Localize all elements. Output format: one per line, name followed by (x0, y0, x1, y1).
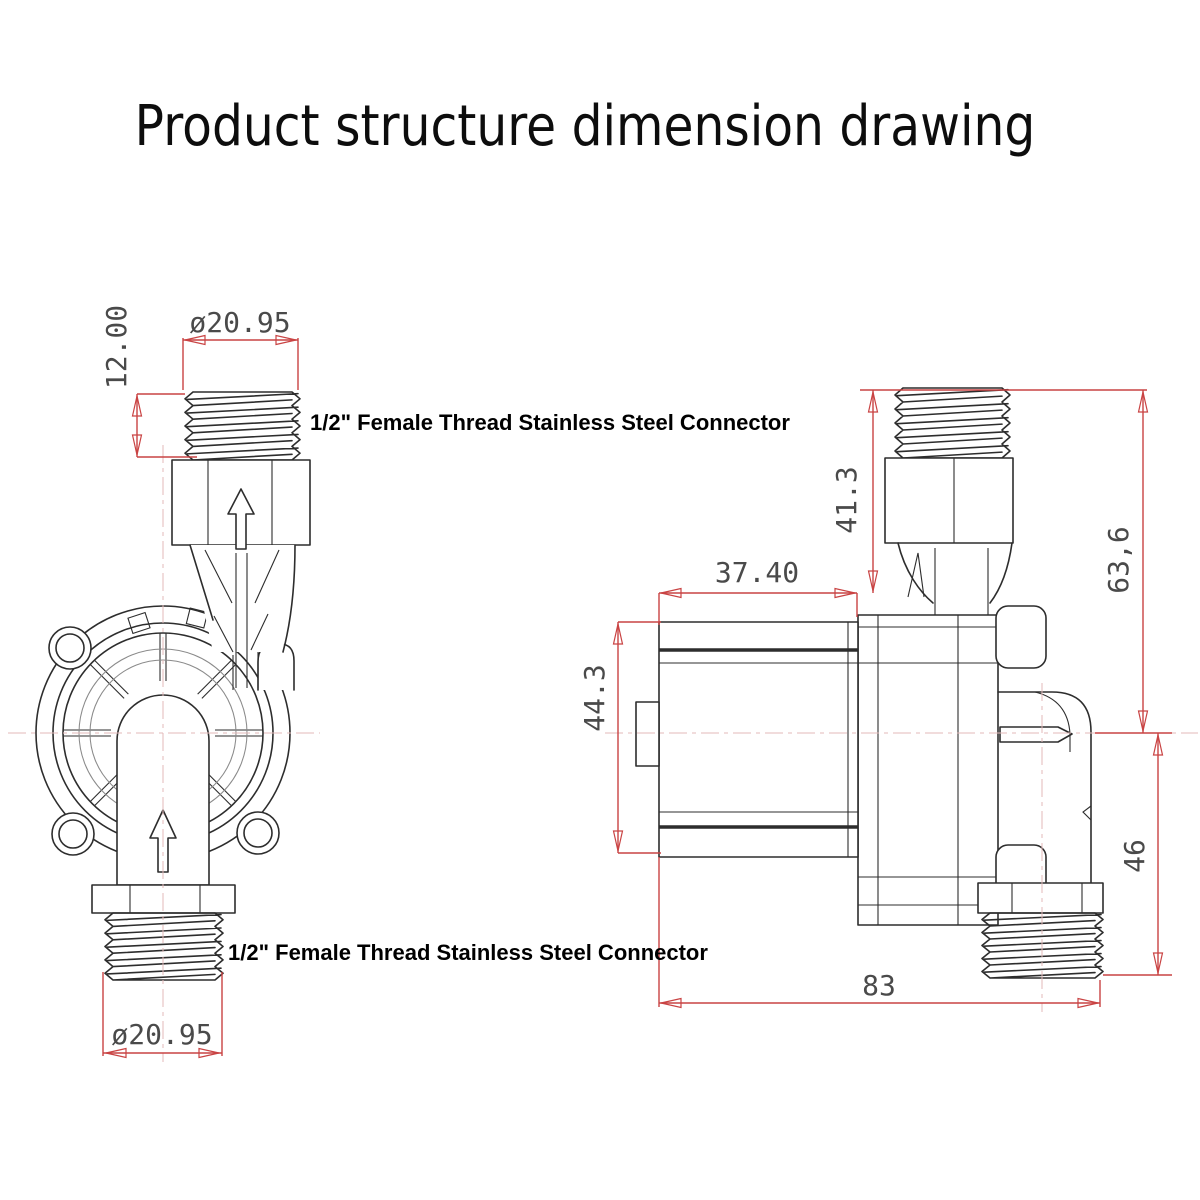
side-top-thread (894, 387, 1011, 459)
dim-side-overall-length: 83 (862, 969, 896, 1002)
dim-front-thread-length: 12.00 (100, 305, 133, 389)
side-inlet-neck (897, 542, 1013, 615)
dim-side-center-to-outlet: 46 (1118, 839, 1151, 873)
outlet-flange (977, 882, 1104, 914)
dim-front-bottom-diameter: ø20.95 (111, 1018, 212, 1051)
dim-side-motor-diameter: 44.3 (578, 664, 611, 731)
motor-body (635, 621, 859, 858)
page-title: Product structure dimension drawing (135, 94, 1036, 159)
front-view (35, 391, 311, 981)
front-inlet-neck (189, 488, 296, 690)
dim-side-inlet-height: 41.3 (830, 466, 863, 533)
dim-front-top-diameter: ø20.95 (189, 306, 290, 339)
dim-side-inlet-to-center: 63,6 (1102, 526, 1135, 593)
side-top-nut (884, 457, 1014, 544)
dimension-texts: ø20.95 12.00 ø20.95 41.3 63,6 37.40 44.3… (100, 305, 1151, 1051)
front-bottom-thread (104, 912, 224, 981)
motor-tab (635, 701, 660, 767)
dimension-lines (102, 334, 1172, 1059)
dim-side-motor-length: 37.40 (715, 556, 799, 589)
front-top-thread (184, 391, 301, 461)
pump-head (857, 605, 1073, 926)
clamp-tab-top (995, 605, 1047, 669)
side-view (635, 387, 1104, 979)
front-top-connector-label: 1/2" Female Thread Stainless Steel Conne… (310, 410, 790, 435)
front-bottom-connector-label: 1/2" Female Thread Stainless Steel Conne… (228, 940, 708, 965)
flow-direction-arrow-top (227, 488, 255, 550)
mounting-ears (48, 626, 280, 856)
terminal-pin (999, 726, 1073, 743)
